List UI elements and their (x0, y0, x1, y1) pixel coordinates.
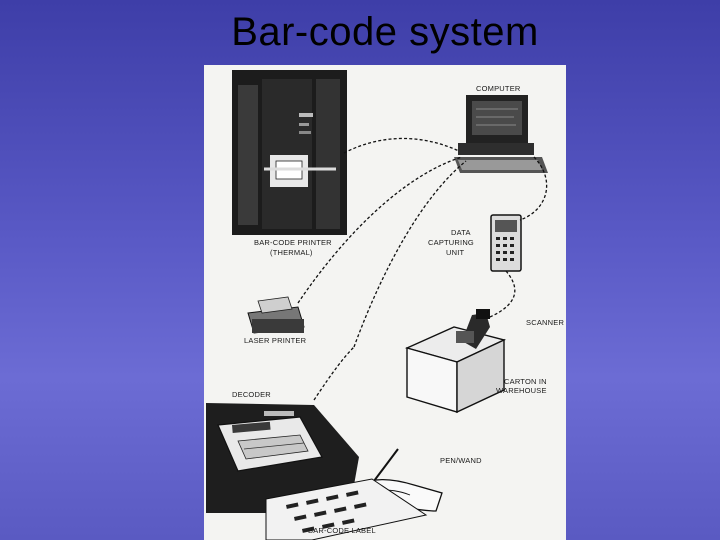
label-laser-printer: LASER PRINTER (244, 336, 307, 345)
label-scanner: SCANNER (526, 318, 564, 327)
label-barcode-printer: BAR-CODE PRINTER (254, 238, 332, 247)
cable-datacapture-scanner (490, 271, 515, 317)
label-barcode-printer-thermal: (THERMAL) (270, 248, 313, 257)
label-capturing: CAPTURING (428, 238, 474, 247)
carton-illustration (407, 327, 504, 412)
cable-printer-computer (344, 138, 459, 153)
data-capturing-unit-illustration (491, 215, 521, 271)
label-barcode-label: BAR-CODE LABEL (308, 526, 376, 535)
label-decoder: DECODER (232, 390, 271, 399)
label-computer: COMPUTER (476, 84, 521, 93)
laser-printer-illustration (248, 297, 304, 333)
diagram-canvas: COMPUTER BAR-CODE PRINTER (THERMAL) DATA… (204, 65, 566, 540)
computer-illustration (454, 95, 548, 173)
barcode-system-diagram: COMPUTER BAR-CODE PRINTER (THERMAL) DATA… (204, 65, 566, 540)
label-pen-wand: PEN/WAND (440, 456, 482, 465)
slide-title: Bar-code system (0, 10, 720, 55)
cable-decoder-hub (314, 347, 354, 400)
label-carton-in: CARTON IN (504, 377, 547, 386)
label-warehouse: WAREHOUSE (496, 386, 547, 395)
barcode-printer-illustration (232, 70, 347, 235)
label-data: DATA (451, 228, 471, 237)
label-unit: UNIT (446, 248, 465, 257)
